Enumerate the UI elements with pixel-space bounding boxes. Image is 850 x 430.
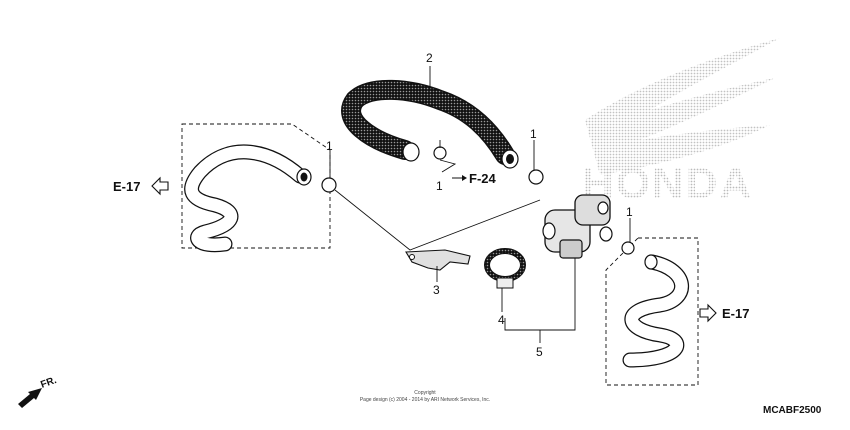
callout-5: 5	[536, 345, 543, 359]
ref-e17-left[interactable]: E-17	[113, 179, 140, 194]
callout-1-upper-right: 1	[530, 127, 537, 141]
front-direction-arrow-icon	[18, 388, 42, 408]
air-hose-part-2	[341, 79, 519, 169]
air-injection-valve-part-5	[542, 194, 613, 259]
leader-lines	[329, 66, 631, 343]
callout-3: 3	[433, 283, 440, 297]
copyright-line-1: Copyright	[414, 390, 436, 396]
hose-clamp-part-1	[321, 146, 635, 255]
ref-f24[interactable]: F-24	[469, 171, 497, 186]
bracket-part-3	[405, 249, 471, 271]
front-label: FR.	[39, 375, 58, 391]
left-hose-group	[181, 123, 331, 253]
ref-e17-right[interactable]: E-17	[722, 306, 749, 321]
callout-1-left: 1	[326, 139, 333, 153]
callout-4: 4	[498, 313, 505, 327]
honda-wing-logo-icon	[585, 38, 780, 175]
band-part-4	[484, 248, 526, 289]
callout-2: 2	[426, 51, 433, 65]
arrow-outline-left-icon	[151, 176, 169, 196]
arrow-outline-right-icon	[699, 303, 717, 323]
copyright-line-2: Page design (c) 2004 - 2014 by ARI Netwo…	[360, 397, 490, 403]
honda-wordmark: HONDA	[582, 159, 753, 208]
diagram-code: MCABF2500	[763, 405, 822, 416]
right-hose-group	[605, 237, 699, 386]
callout-1-right: 1	[626, 205, 633, 219]
callout-1-center: 1	[436, 179, 443, 193]
